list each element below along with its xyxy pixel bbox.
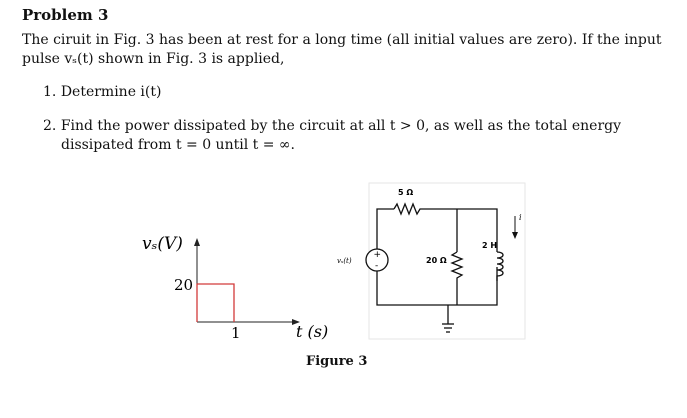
current-label: i — [519, 213, 522, 222]
problem-intro: The ciruit in Fig. 3 has been at rest fo… — [22, 31, 662, 69]
source-minus-sign: - — [375, 261, 378, 271]
resistor-20-ohm — [450, 251, 464, 283]
figure-caption: Figure 3 — [306, 354, 368, 369]
circuit-frame — [368, 182, 526, 340]
pulse-x-axis-arrow — [292, 319, 300, 325]
intro-line-2: pulse vₛ(t) shown in Fig. 3 is applied, — [22, 51, 285, 67]
pulse-amplitude-label: 20 — [174, 276, 193, 294]
pulse-waveform — [196, 283, 235, 322]
problem-heading: Problem 3 — [22, 6, 109, 24]
source-plus-sign: + — [374, 250, 382, 260]
inductor-2-h — [496, 251, 504, 281]
source-label: vₛ(t) — [337, 257, 352, 265]
intro-line-1: The ciruit in Fig. 3 has been at rest fo… — [22, 32, 662, 48]
item-2-number: 2. — [43, 118, 57, 134]
voltage-source — [365, 248, 389, 272]
r2-label: 20 Ω — [426, 256, 447, 265]
pulse-y-axis-arrow — [194, 238, 200, 246]
inductor-label: 2 H — [482, 241, 497, 250]
pulse-plot: vₛ(V) 20 1 t (s) — [142, 234, 328, 342]
item-2-line-1: Find the power dissipated by the circuit… — [60, 118, 622, 134]
current-arrow-head — [512, 232, 518, 239]
circuit-wires — [376, 208, 498, 324]
pulse-x-label: t (s) — [296, 322, 328, 341]
circuit-diagram: + - 5 Ω 20 Ω 2 H vₛ(t) i — [337, 182, 526, 340]
pulse-y-label: vₛ(V) — [142, 234, 183, 254]
question-item-1: 1. Determine i(t) — [43, 84, 161, 100]
resistor-5-ohm — [393, 202, 422, 216]
r1-label: 5 Ω — [398, 188, 413, 197]
item-2-line-2: dissipated from t = 0 until t = ∞. — [61, 137, 295, 153]
item-1-text: Determine i(t) — [60, 84, 162, 100]
question-item-2: 2. Find the power dissipated by the circ… — [43, 117, 663, 155]
pulse-width-label: 1 — [231, 324, 241, 342]
item-1-number: 1. — [43, 84, 57, 100]
